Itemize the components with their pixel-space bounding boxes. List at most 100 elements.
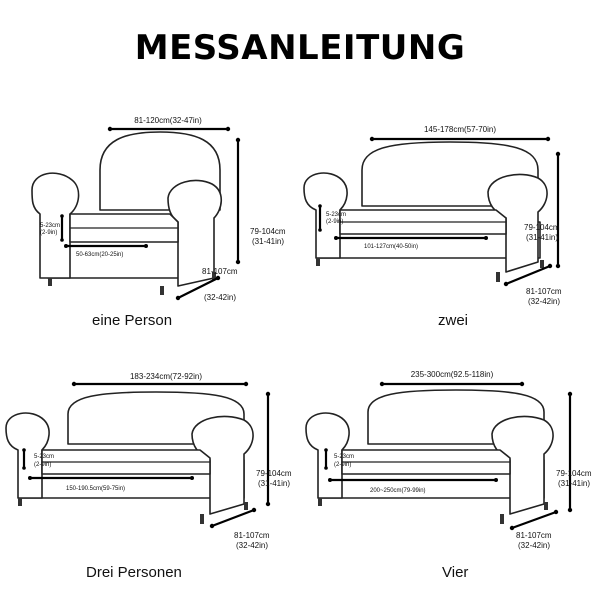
dimension-endpoint (28, 476, 32, 480)
seat-label: 50-63cm(20-25in) (76, 252, 123, 258)
sofa-leg (544, 502, 548, 510)
sofa-leg (244, 502, 248, 510)
dimension-endpoint (243, 381, 249, 387)
three-seat-sofa-diagram: 183-234cm(72-92in) 79-104cm (31-41in) 81… (5, 372, 292, 550)
seat-label: 150-190.5cm(59-75in) (66, 486, 125, 492)
dimension-endpoint (509, 525, 515, 531)
dimension-endpoint (318, 228, 322, 232)
sofa-leg (316, 258, 320, 266)
cushion-label-inches: (2-9in) (40, 230, 57, 236)
four-seat-sofa-diagram: 235-300cm(92.5-118in) 79-104cm (31-41in)… (305, 370, 592, 550)
depth-dimension-line (505, 264, 551, 286)
dimension-endpoint (318, 204, 322, 208)
width-label: 81-120cm(32-47in) (134, 116, 202, 125)
sofa-leg (496, 272, 500, 282)
height-label: 79-104cm (556, 469, 592, 478)
dimension-endpoint (494, 478, 498, 482)
dimension-endpoint (484, 236, 488, 240)
dimension-endpoint (553, 509, 559, 515)
height-label-inches: (31-41in) (558, 479, 590, 488)
depth-label: 81-107cm (234, 531, 270, 540)
dimension-endpoint (555, 151, 561, 157)
cushion-label: 5-23cm (40, 223, 60, 229)
sofa-arm-left (31, 172, 80, 279)
dimension-endpoint (324, 448, 328, 452)
cushion-label: 5-23cm (34, 454, 54, 460)
sofa-leg (160, 286, 164, 295)
height-label-inches: (31-41in) (252, 237, 284, 246)
dimension-endpoint (379, 381, 385, 387)
dimension-endpoint (265, 391, 271, 397)
height-label-inches: (31-41in) (526, 233, 558, 242)
dimension-endpoint (235, 137, 241, 143)
sofa-leg (200, 514, 204, 524)
width-label: 145-178cm(57-70in) (424, 125, 496, 134)
cushion-label-inches: (2-9in) (34, 462, 51, 468)
panel-caption: Drei Personen (86, 564, 182, 581)
dimension-endpoint (209, 523, 215, 529)
height-label: 79-104cm (250, 227, 286, 236)
dimension-endpoint (334, 236, 338, 240)
dimension-endpoint (567, 507, 573, 513)
depth-label-inches: (32-42in) (528, 297, 560, 306)
sofa-leg (500, 514, 504, 524)
panel-one-seat: 81-120cm(32-47in) 79-104cm (31-41in) 81-… (0, 110, 300, 350)
dimension-endpoint (175, 295, 181, 301)
sofa-arm-left (305, 412, 350, 499)
dimension-endpoint (22, 466, 26, 470)
cushion-label-inches: (2-9in) (326, 219, 343, 225)
panel-four-seat: 235-300cm(92.5-118in) 79-104cm (31-41in)… (300, 362, 600, 602)
panel-caption: zwei (438, 312, 469, 329)
sofa-arm-right (167, 179, 223, 287)
depth-label-inches: (32-42in) (518, 541, 550, 550)
dimension-endpoint (369, 136, 375, 142)
sofa-leg (18, 498, 22, 506)
height-label-inches: (31-41in) (258, 479, 290, 488)
dimension-endpoint (503, 281, 509, 287)
sofa-leg (540, 260, 544, 268)
dimension-endpoint (144, 244, 148, 248)
depth-label: 81-107cm (202, 267, 238, 276)
cushion-label: 5-23cm (334, 454, 354, 460)
armchair-diagram: 81-120cm(32-47in) 79-104cm (31-41in) 81-… (31, 116, 286, 302)
two-seat-sofa-diagram: 145-178cm(57-70in) 79-104cm (31-41in) 81… (303, 125, 562, 306)
dimension-endpoint (60, 238, 64, 242)
depth-label: 81-107cm (516, 531, 552, 540)
sofa-leg (48, 278, 52, 286)
sofa-leg (212, 272, 216, 280)
width-label: 183-234cm(72-92in) (130, 372, 202, 381)
panel-three-seat: 183-234cm(72-92in) 79-104cm (31-41in) 81… (0, 362, 300, 602)
dimension-endpoint (235, 259, 241, 265)
cushion-label-inches: (2-9in) (334, 462, 351, 468)
cushion-label: 5-23cm (326, 212, 346, 218)
dimension-endpoint (107, 126, 113, 132)
dimension-endpoint (324, 466, 328, 470)
depth-label-inches: (32-42in) (204, 293, 236, 302)
width-label: 235-300cm(92.5-118in) (411, 370, 494, 379)
dimension-endpoint (328, 478, 332, 482)
dimension-endpoint (71, 381, 77, 387)
depth-label-inches: (32-42in) (236, 541, 268, 550)
dimension-endpoint (215, 275, 221, 281)
height-label: 79-104cm (256, 469, 292, 478)
dimension-endpoint (225, 126, 231, 132)
dimension-endpoint (555, 263, 561, 269)
dimension-endpoint (545, 136, 551, 142)
depth-dimension-line (177, 277, 219, 299)
dimension-endpoint (251, 507, 257, 513)
sofa-arm-left (5, 412, 50, 499)
sofa-leg (318, 498, 322, 506)
dimension-endpoint (265, 501, 271, 507)
dimension-endpoint (22, 448, 26, 452)
seat-label: 101-127cm(40-50in) (364, 244, 418, 250)
page-title: MESSANLEITUNG (134, 28, 466, 68)
panel-caption: eine Person (92, 312, 173, 329)
dimension-endpoint (60, 214, 64, 218)
seat-label: 200~250cm(79-99in) (370, 488, 426, 494)
height-label: 79-104cm (524, 223, 560, 232)
dimension-endpoint (519, 381, 525, 387)
depth-label: 81-107cm (526, 287, 562, 296)
dimension-endpoint (190, 476, 194, 480)
depth-dimension-line (511, 510, 557, 530)
dimension-endpoint (64, 244, 68, 248)
